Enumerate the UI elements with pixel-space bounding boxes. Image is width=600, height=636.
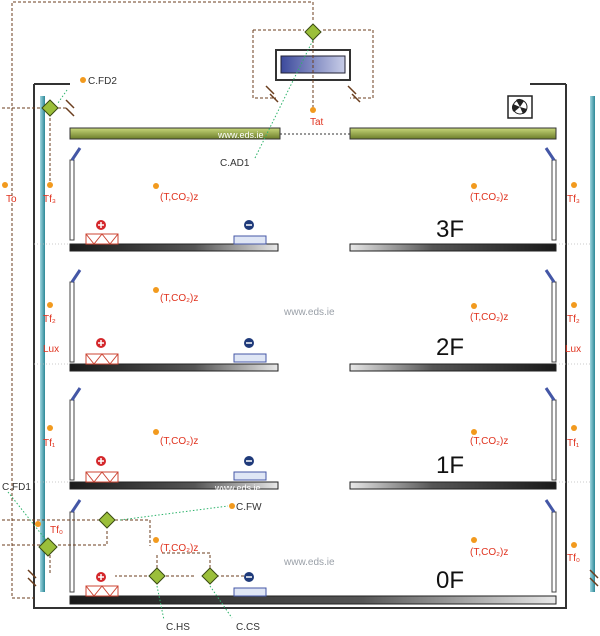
valve-fw — [98, 511, 116, 529]
left-glass-facade — [40, 96, 45, 592]
watermark-2f: www.eds.ie — [283, 307, 335, 318]
label-fd1: C.FD1 — [2, 482, 31, 493]
sensor-3f-right: Tf₃ — [567, 194, 580, 205]
sensor-0f-left: Tf₀ — [50, 525, 63, 536]
valve-top — [304, 23, 322, 41]
sensor-1f-left: Tf₁ — [43, 438, 56, 449]
heat-plus-icons — [96, 220, 106, 582]
inner-columns — [69, 159, 557, 593]
floor-slabs — [69, 243, 557, 605]
floor-label-2f: 2F — [436, 334, 464, 361]
zone-1f-left: (T,CO₂)z — [160, 436, 198, 447]
fan-icon — [507, 95, 533, 119]
valve-hs — [148, 567, 166, 585]
cool-minus-icons — [244, 220, 254, 582]
control-wiring — [2, 1, 374, 599]
building-envelope — [33, 83, 567, 609]
lux-2f-left: Lux — [43, 344, 59, 355]
sensor-2f-left: Tf₂ — [43, 314, 56, 325]
floor-label-1f: 1F — [436, 452, 464, 479]
zone-3f-right: (T,CO₂)z — [470, 192, 508, 203]
outdoor-temp-label: To — [6, 194, 17, 205]
atrium-temp-label: Tat — [310, 117, 324, 128]
right-glass-facade — [590, 96, 595, 592]
floor-label-3f: 3F — [436, 216, 464, 243]
watermark-roof: www.eds.ie — [217, 130, 264, 140]
valve-cs — [201, 567, 219, 585]
slab-dotted-lines — [34, 243, 590, 483]
lux-2f-right: Lux — [565, 344, 581, 355]
zone-0f-right: (T,CO₂)z — [470, 547, 508, 558]
sensor-0f-right: Tf₀ — [567, 553, 580, 564]
valve-diamonds — [38, 23, 322, 585]
zone-3f-left: (T,CO₂)z — [160, 192, 198, 203]
sensor-1f-right: Tf₁ — [567, 438, 580, 449]
plus-signs — [98, 222, 104, 580]
signal-lines — [7, 39, 314, 621]
sensor-3f-left: Tf₃ — [43, 194, 56, 205]
sensor-dots — [2, 77, 577, 548]
zone-2f-left: (T,CO₂)z — [160, 293, 198, 304]
valve-fd1 — [38, 537, 58, 557]
zone-0f-left: (T,CO₂)z — [160, 543, 198, 554]
valve-fd2 — [41, 99, 59, 117]
floor-label-0f: 0F — [436, 567, 464, 594]
minus-signs — [246, 224, 252, 578]
roof-right — [349, 127, 557, 140]
label-cs: C.CS — [236, 622, 260, 633]
sensor-2f-right: Tf₂ — [567, 314, 580, 325]
heaters — [85, 233, 119, 597]
label-hs: C.HS — [166, 622, 190, 633]
zone-2f-right: (T,CO₂)z — [470, 312, 508, 323]
label-ad1: C.AD1 — [220, 158, 250, 169]
damper-icons — [27, 85, 599, 587]
window-flaps — [70, 147, 556, 513]
watermark-0f: www.eds.ie — [283, 557, 335, 568]
zone-1f-right: (T,CO₂)z — [470, 436, 508, 447]
watermark-0f-slab: www.eds.ie — [214, 483, 261, 493]
label-fw: C.FW — [236, 502, 262, 513]
coolers — [233, 235, 267, 597]
label-fd2: C.FD2 — [88, 76, 117, 87]
